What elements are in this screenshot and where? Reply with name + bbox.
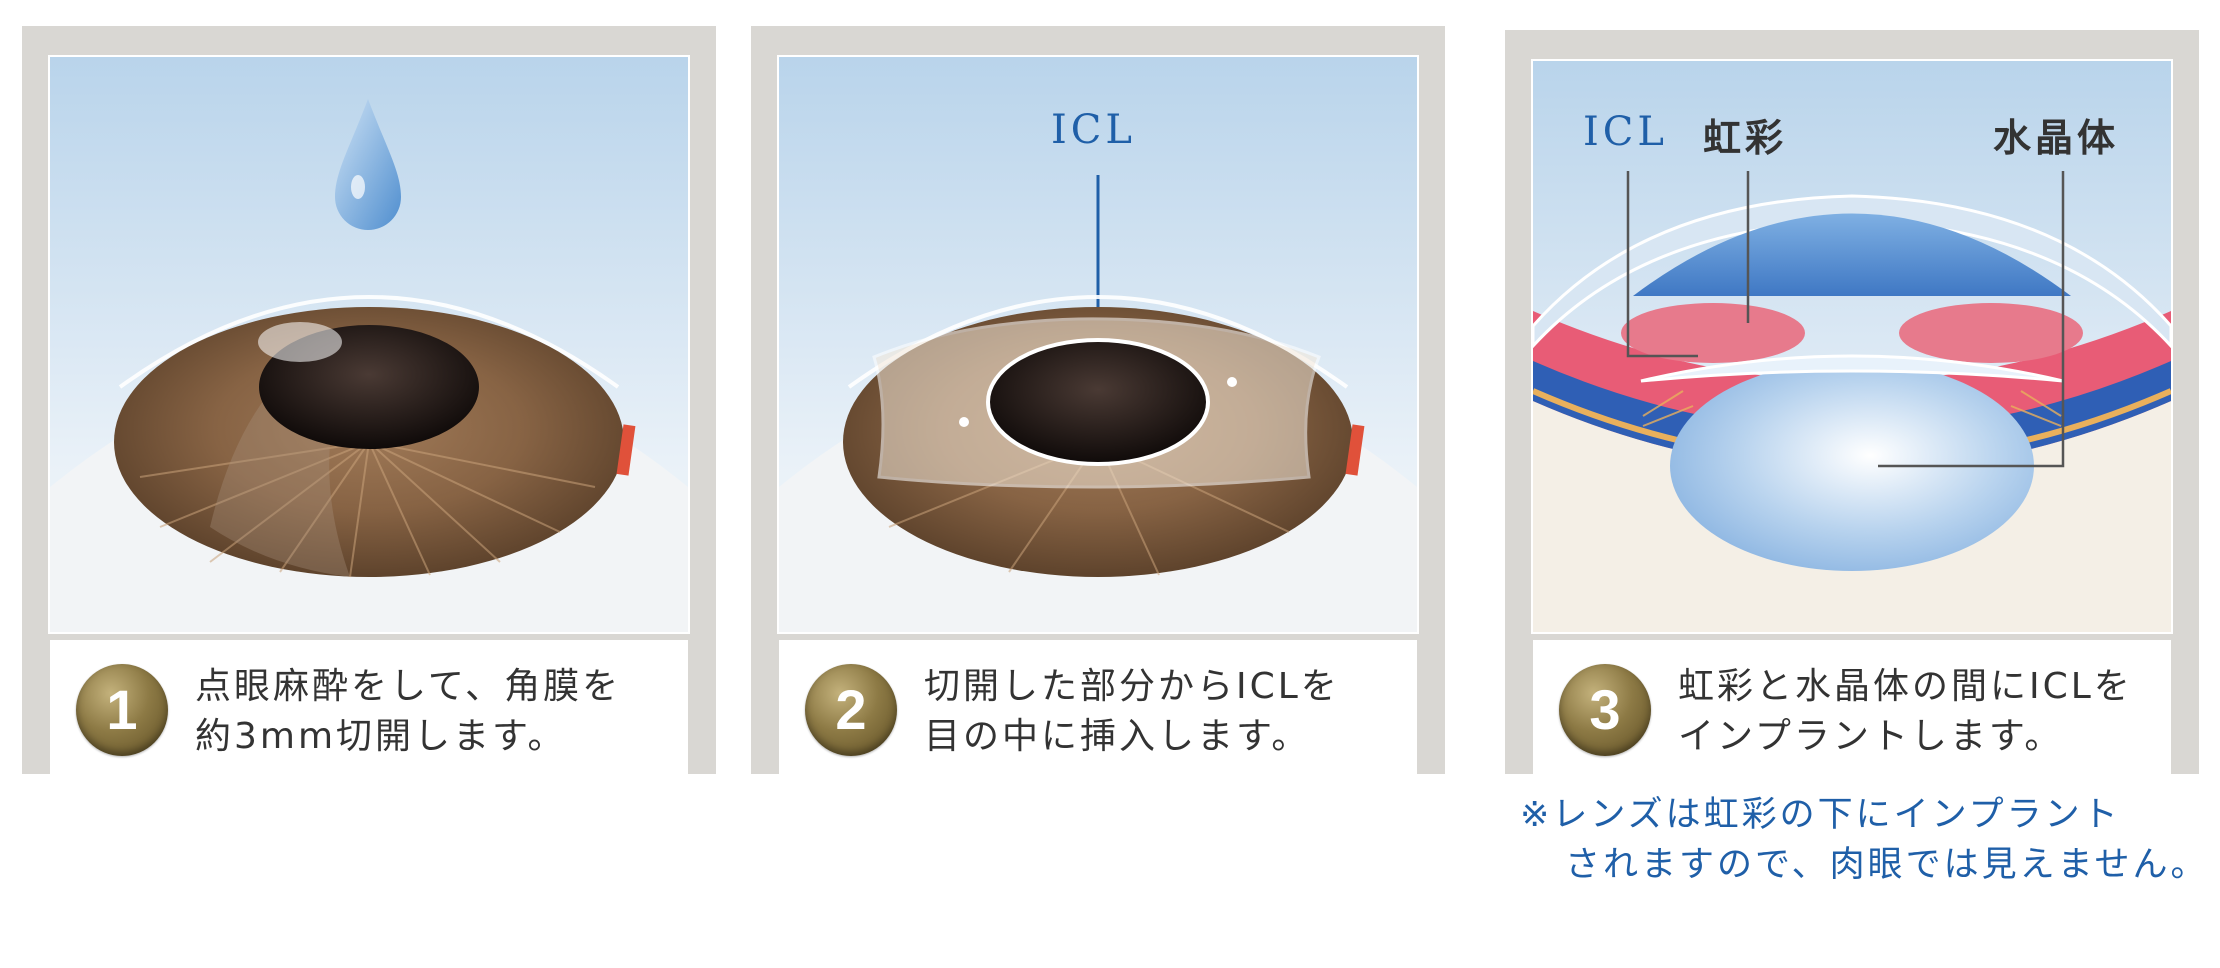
step-2-line-1: 切開した部分からICLを xyxy=(924,666,1340,707)
step-1-panel: 1 点眼麻酔をして、角膜を 約3mm切開します。 xyxy=(22,26,716,774)
crystalline-lens-label: 水晶体 xyxy=(1993,116,2120,160)
step-2-panel: ICL 2 切開した部分からICLを 目の中に挿入します。 xyxy=(751,26,1445,774)
step-3-line-1: 虹彩と水晶体の間にICLを xyxy=(1678,666,2133,707)
footnote-line-2: されますので、肉眼では見えません。 xyxy=(1565,845,2209,885)
eye-drop-icon xyxy=(335,99,401,230)
step-3-line-2: インプラントします。 xyxy=(1678,716,2064,757)
step-3-illustration: ICL 虹彩 水晶体 xyxy=(1531,59,2173,634)
step-1-caption: 1 点眼麻酔をして、角膜を 約3mm切開します。 xyxy=(50,640,688,774)
step-2-line-2: 目の中に挿入します。 xyxy=(924,716,1311,757)
step-3-panel: ICL 虹彩 水晶体 3 虹彩と水晶体の間にICLを インプラントします。 xyxy=(1505,30,2199,774)
eye-cross-section-illustration xyxy=(1533,171,2171,632)
icl-label: ICL xyxy=(1583,109,1668,155)
step-1-line-1: 点眼麻酔をして、角膜を xyxy=(195,666,622,707)
step-2-illustration: ICL xyxy=(777,55,1419,634)
step-1-text: 点眼麻酔をして、角膜を 約3mm切開します。 xyxy=(195,662,675,762)
icl-label: ICL xyxy=(1051,107,1136,153)
footnote-line-1: ※レンズは虹彩の下にインプラント xyxy=(1520,795,2121,835)
step-2-text: 切開した部分からICLを 目の中に挿入します。 xyxy=(924,662,1404,762)
icl-insertion-illustration xyxy=(779,175,1417,632)
step-1-line-2: 約3mm切開します。 xyxy=(195,716,567,757)
step-2-badge: 2 xyxy=(805,664,897,756)
step-1-badge: 1 xyxy=(76,664,168,756)
footnote: ※レンズは虹彩の下にインプラント されますので、肉眼では見えません。 xyxy=(1520,790,2210,890)
step-3-badge: 3 xyxy=(1559,664,1651,756)
step-3-text: 虹彩と水晶体の間にICLを インプラントします。 xyxy=(1678,662,2158,762)
step-1-illustration xyxy=(48,55,690,634)
step-3-caption: 3 虹彩と水晶体の間にICLを インプラントします。 xyxy=(1533,640,2171,774)
iris-label: 虹彩 xyxy=(1703,116,1788,160)
eye-drop-illustration xyxy=(50,99,688,632)
step-2-caption: 2 切開した部分からICLを 目の中に挿入します。 xyxy=(779,640,1417,774)
